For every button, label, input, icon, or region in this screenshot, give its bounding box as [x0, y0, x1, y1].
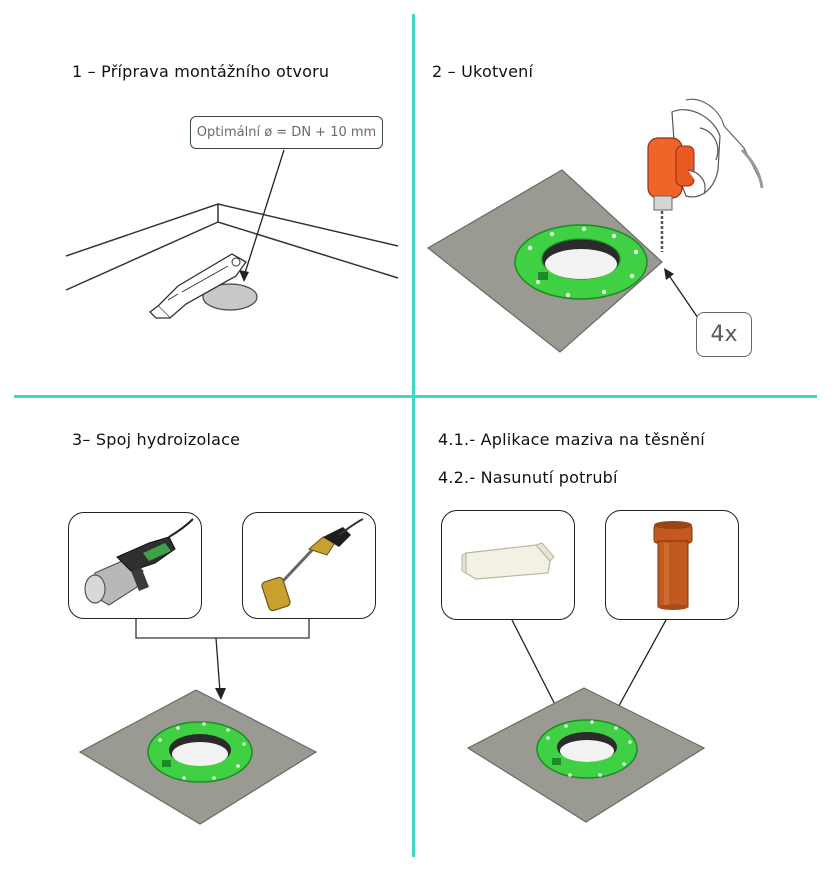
- horizontal-divider: [14, 395, 817, 398]
- anchor-count-box: 4x: [696, 312, 752, 357]
- hole-ellipse: [202, 283, 258, 311]
- gas-torch-panel: [242, 512, 376, 619]
- lubricant-tube-icon: [461, 542, 555, 580]
- step2-title: 2 – Ukotvení: [432, 62, 534, 81]
- diameter-callout: Optimální ø = DN + 10 mm: [190, 116, 383, 149]
- step4-title-pipe: 4.2.- Nasunutí potrubí: [438, 468, 618, 487]
- step3-title: 3– Spoj hydroizolace: [72, 430, 241, 449]
- heat-gun-icon: [84, 518, 194, 606]
- step4-title-lubricant: 4.1.- Aplikace maziva na těsnění: [438, 430, 705, 449]
- heat-gun-panel: [68, 512, 202, 619]
- lubricant-panel: [441, 510, 575, 620]
- step1-title: 1 – Příprava montážního otvoru: [72, 62, 330, 81]
- pipe-icon: [653, 521, 693, 610]
- pipe-panel: [605, 510, 739, 620]
- vertical-divider: [412, 14, 415, 857]
- gas-torch-icon: [261, 518, 364, 612]
